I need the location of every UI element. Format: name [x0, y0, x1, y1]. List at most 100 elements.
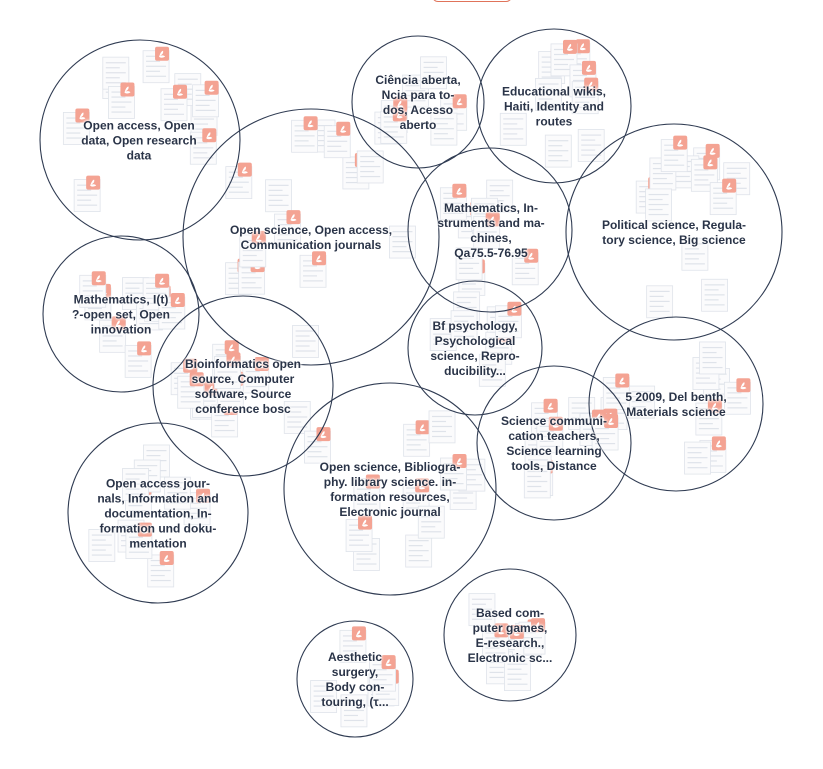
document-thumbnail[interactable] [189, 128, 217, 165]
pdf-document-icon [254, 356, 269, 371]
cluster-bubble-open-access-data[interactable] [39, 39, 241, 241]
cluster-bubble-ciencia-aberta[interactable] [351, 35, 485, 169]
document-thumbnail[interactable] [504, 658, 531, 692]
cluster-bubble-open-access-journals[interactable] [67, 422, 249, 604]
document-thumbnail[interactable] [699, 341, 726, 375]
cluster-bubble-computer-games[interactable] [443, 568, 577, 702]
pdf-document-icon [75, 108, 90, 123]
document-thumbnail[interactable] [523, 465, 551, 499]
cluster-bubble-political-science[interactable] [565, 123, 783, 341]
document-thumbnail[interactable] [577, 129, 605, 162]
document-thumbnail[interactable] [402, 478, 430, 515]
cluster-bubble-materials-science[interactable] [588, 316, 764, 492]
document-thumbnail[interactable] [420, 56, 447, 90]
document-thumbnail[interactable] [591, 413, 619, 451]
document-thumbnail[interactable] [73, 175, 101, 212]
document-thumbnail[interactable] [684, 441, 711, 475]
document-thumbnail[interactable] [430, 112, 458, 146]
document-thumbnail[interactable] [428, 410, 456, 444]
document-thumbnail[interactable] [265, 179, 292, 213]
document-thumbnail[interactable] [450, 310, 478, 344]
document-thumbnail[interactable] [79, 271, 107, 308]
document-thumbnail[interactable] [369, 655, 396, 692]
document-thumbnail[interactable] [124, 341, 152, 378]
document-thumbnail[interactable] [62, 108, 90, 145]
cluster-bubble-open-science-journals[interactable] [182, 108, 440, 366]
pdf-document-icon [155, 46, 170, 61]
document-thumbnail[interactable] [455, 247, 483, 281]
document-thumbnail[interactable] [724, 378, 751, 415]
document-thumbnail[interactable] [292, 325, 319, 358]
document-thumbnail[interactable] [99, 316, 127, 353]
document-thumbnail[interactable] [214, 352, 241, 389]
document-thumbnail[interactable] [468, 593, 496, 627]
document-thumbnail[interactable] [544, 134, 572, 168]
document-thumbnail[interactable] [340, 694, 368, 728]
document-thumbnail[interactable] [304, 427, 331, 464]
document-thumbnail[interactable] [122, 468, 149, 501]
cluster-bubble-bibliography-library[interactable] [283, 382, 497, 596]
document-thumbnail[interactable] [239, 230, 267, 268]
cluster-bubble-science-communication[interactable] [476, 365, 632, 521]
document-thumbnail[interactable] [535, 78, 562, 111]
cluster-bubble-bf-psychology[interactable] [407, 280, 543, 416]
document-thumbnail[interactable] [511, 248, 539, 286]
document-thumbnail[interactable] [440, 454, 467, 491]
pdf-document-icon [604, 413, 619, 428]
cluster-bubble-bioinformatics[interactable] [152, 295, 334, 477]
document-thumbnail[interactable] [709, 178, 737, 216]
cluster-bubble-mathematics-open-set[interactable] [42, 235, 200, 393]
document-thumbnail[interactable] [163, 476, 191, 510]
pdf-document-icon [137, 341, 152, 356]
document-thumbnail[interactable] [339, 626, 367, 663]
document-thumbnail[interactable] [602, 373, 630, 410]
cluster-bubble-educational-wikis[interactable] [476, 28, 632, 184]
document-thumbnail[interactable] [356, 150, 384, 184]
document-thumbnail[interactable] [473, 212, 501, 249]
pdf-document-icon [251, 230, 266, 245]
document-thumbnail[interactable] [690, 155, 718, 192]
document-thumbnail[interactable] [660, 135, 688, 173]
document-thumbnail[interactable] [147, 550, 175, 588]
document-thumbnail[interactable] [108, 82, 135, 119]
document-thumbnail[interactable] [439, 183, 467, 221]
document-thumbnail[interactable] [225, 162, 253, 199]
document-thumbnail[interactable] [380, 107, 408, 144]
document-thumbnail[interactable] [345, 515, 373, 552]
document-thumbnail[interactable] [192, 80, 220, 118]
document-thumbnail[interactable] [403, 420, 431, 457]
document-thumbnail[interactable] [701, 278, 729, 312]
document-thumbnail[interactable] [628, 385, 656, 419]
document-thumbnail[interactable] [274, 210, 301, 247]
document-thumbnail[interactable] [125, 522, 153, 560]
document-thumbnail[interactable] [283, 400, 311, 434]
document-thumbnail[interactable] [177, 372, 205, 409]
document-thumbnail[interactable] [482, 623, 509, 660]
document-thumbnail[interactable] [536, 416, 564, 454]
document-thumbnail[interactable] [478, 353, 506, 387]
document-thumbnail[interactable] [88, 529, 116, 562]
document-thumbnail[interactable] [291, 116, 318, 153]
document-thumbnail[interactable] [353, 474, 381, 511]
document-thumbnail[interactable] [681, 237, 709, 271]
document-thumbnail[interactable] [645, 188, 672, 222]
pdf-document-icon [351, 626, 366, 641]
document-thumbnail[interactable] [310, 680, 338, 713]
document-thumbnail[interactable] [695, 399, 723, 436]
document-thumbnail[interactable] [242, 356, 270, 394]
document-thumbnail[interactable] [323, 121, 351, 159]
document-thumbnail[interactable] [299, 251, 327, 288]
document-thumbnail[interactable] [417, 505, 445, 539]
pdf-document-icon [415, 478, 430, 493]
document-thumbnail[interactable] [158, 293, 186, 330]
document-thumbnail[interactable] [499, 112, 527, 146]
cluster-bubble-mathematics-instruments[interactable] [407, 147, 573, 313]
document-thumbnail[interactable] [646, 285, 674, 319]
document-thumbnail[interactable] [142, 46, 170, 84]
pdf-document-icon [548, 416, 563, 431]
document-thumbnail[interactable] [160, 84, 188, 122]
document-thumbnail[interactable] [405, 534, 433, 568]
cluster-bubble-aesthetic-surgery[interactable] [296, 620, 414, 738]
document-thumbnail[interactable] [571, 77, 599, 115]
pdf-document-icon [575, 39, 590, 54]
